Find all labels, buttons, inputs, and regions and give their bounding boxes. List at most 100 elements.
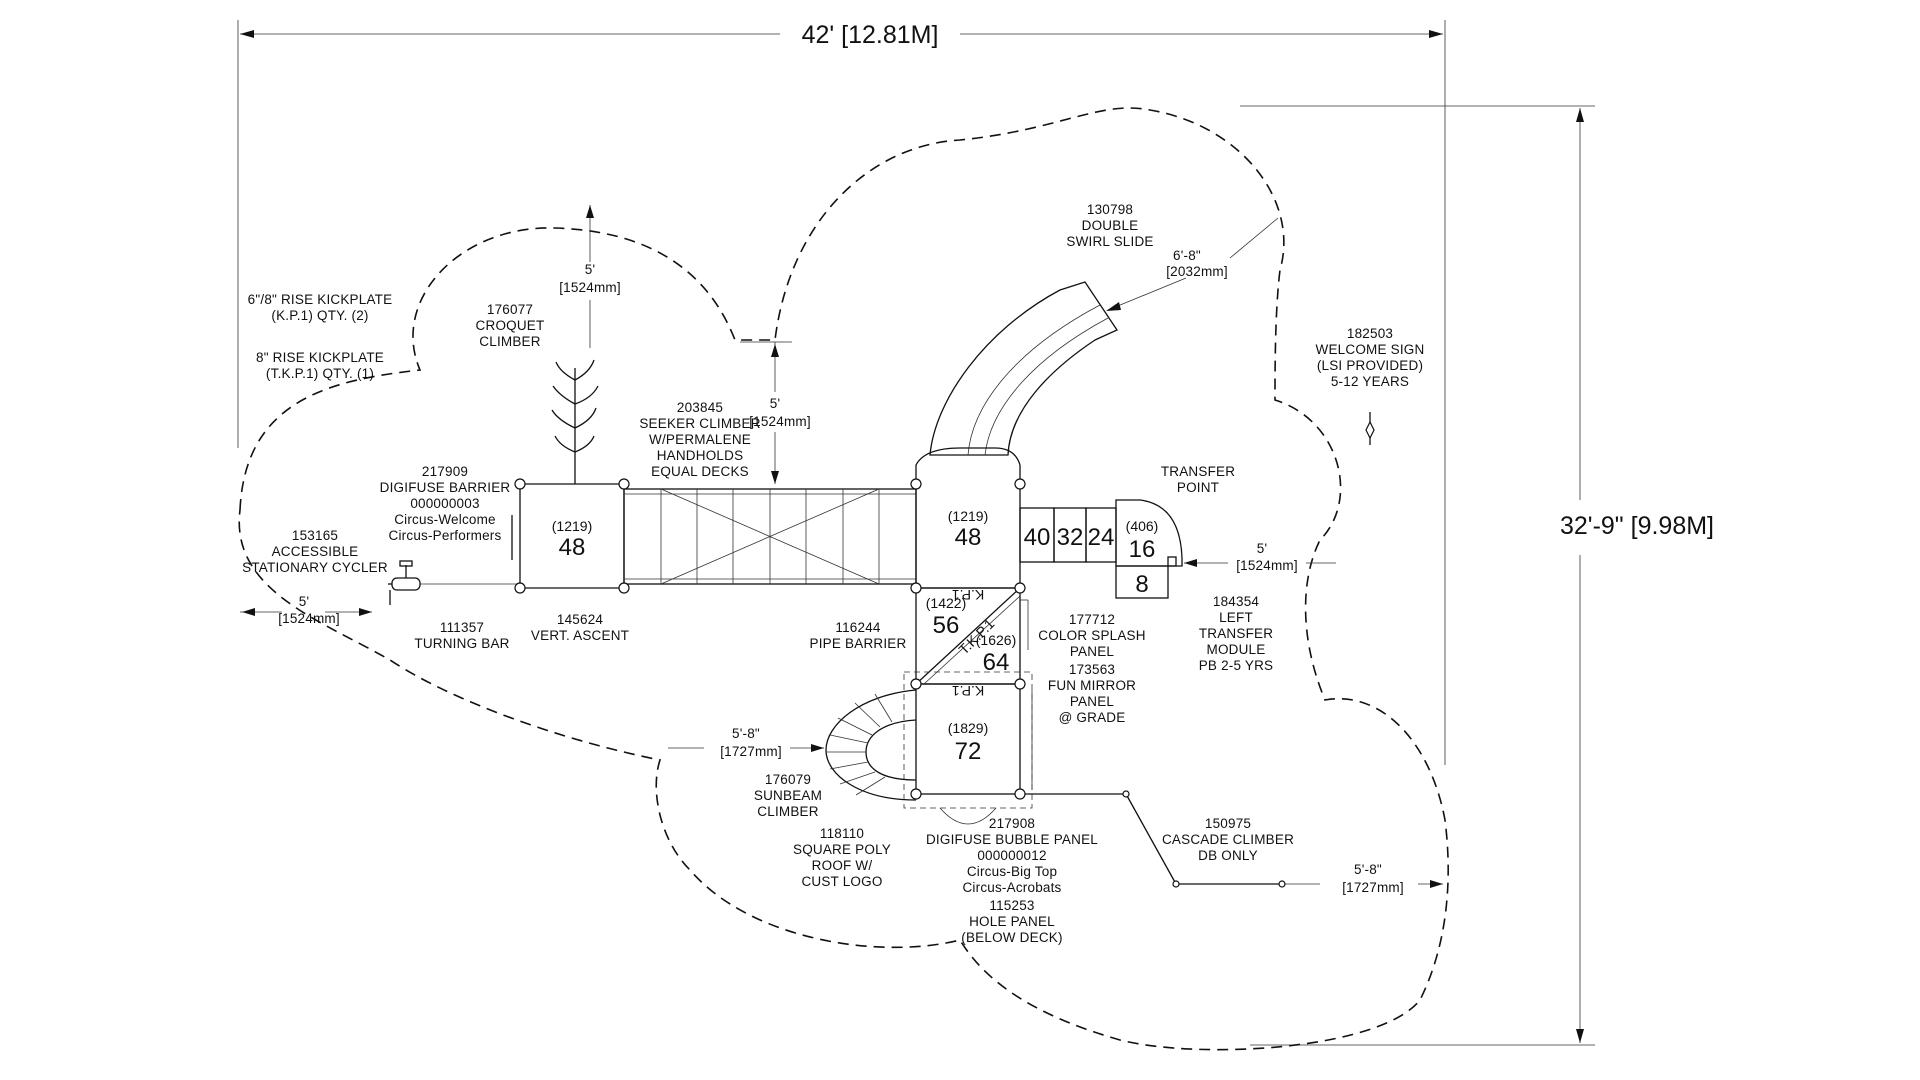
- overall-depth-dimension: 32'-9" [9.98M]: [1240, 105, 1714, 1046]
- svg-text:000000012: 000000012: [977, 848, 1046, 863]
- double-swirl-slide: [929, 281, 1118, 456]
- kickplate-notes: 6"/8" RISE KICKPLATE (K.P.1) QTY. (2) 8"…: [248, 292, 393, 381]
- svg-text:LEFT: LEFT: [1219, 610, 1253, 625]
- svg-text:VERT. ASCENT: VERT. ASCENT: [531, 628, 629, 643]
- svg-text:WELCOME SIGN: WELCOME SIGN: [1316, 342, 1425, 357]
- croquet-climber: [551, 359, 599, 484]
- svg-text:56: 56: [933, 612, 960, 639]
- stationary-cycler: [388, 560, 518, 605]
- svg-text:SUNBEAM: SUNBEAM: [754, 788, 822, 803]
- svg-text:177712: 177712: [1069, 612, 1115, 627]
- label-transfer-point: TRANSFER POINT: [1161, 464, 1235, 495]
- svg-text:PANEL: PANEL: [1070, 694, 1115, 709]
- svg-text:CROQUET: CROQUET: [476, 318, 545, 333]
- svg-text:5': 5': [299, 594, 310, 609]
- svg-text:[2032mm]: [2032mm]: [1166, 264, 1228, 279]
- svg-text:150975: 150975: [1205, 816, 1251, 831]
- svg-text:(1422): (1422): [926, 595, 966, 611]
- svg-text:8" RISE KICKPLATE: 8" RISE KICKPLATE: [256, 350, 384, 365]
- svg-text:POINT: POINT: [1177, 480, 1219, 495]
- svg-text:000000003: 000000003: [410, 496, 479, 511]
- svg-text:173563: 173563: [1069, 662, 1115, 677]
- svg-text:(1829): (1829): [948, 720, 988, 736]
- deck-low-72: K.P.1 (1829) 72: [903, 671, 1033, 825]
- svg-text:24: 24: [1088, 524, 1115, 551]
- svg-text:32: 32: [1057, 524, 1084, 551]
- svg-text:176077: 176077: [487, 302, 533, 317]
- label-square-poly-roof: 118110 SQUARE POLY ROOF W/ CUST LOGO: [793, 826, 891, 889]
- svg-text:48: 48: [955, 524, 982, 551]
- svg-text:5': 5': [585, 262, 596, 277]
- cascade-climber: [1020, 790, 1286, 888]
- svg-text:176079: 176079: [765, 772, 811, 787]
- seeker-climber-bridge: [623, 488, 917, 585]
- svg-text:40: 40: [1024, 524, 1051, 551]
- svg-text:6"/8" RISE KICKPLATE: 6"/8" RISE KICKPLATE: [248, 292, 393, 307]
- svg-text:DIGIFUSE BARRIER: DIGIFUSE BARRIER: [380, 480, 511, 495]
- svg-text:217908: 217908: [989, 816, 1035, 831]
- svg-text:[1524mm]: [1524mm]: [749, 414, 811, 429]
- clearance-left: 5' [1524mm]: [240, 594, 372, 626]
- svg-text:COLOR SPLASH: COLOR SPLASH: [1038, 628, 1145, 643]
- transfer-module: (406) 16 8: [1115, 499, 1183, 599]
- deck-mid-56-64: (1422) 56 (1626) 64 K.P.1 T.K.P.1: [915, 587, 1029, 685]
- svg-text:5-12 YEARS: 5-12 YEARS: [1331, 374, 1409, 389]
- svg-text:5': 5': [770, 396, 781, 411]
- clearance-sunbeam: 5'-8" [1727mm]: [668, 726, 824, 759]
- svg-text:DB ONLY: DB ONLY: [1198, 848, 1258, 863]
- label-stationary-cycler: 153165 ACCESSIBLE STATIONARY CYCLER: [242, 528, 388, 575]
- label-seeker-climber: 203845 SEEKER CLIMBER W/PERMALENE HANDHO…: [639, 400, 760, 479]
- svg-text:5'-8": 5'-8": [1354, 862, 1382, 877]
- svg-text:DIGIFUSE BUBBLE PANEL: DIGIFUSE BUBBLE PANEL: [926, 832, 1098, 847]
- svg-text:116244: 116244: [835, 620, 881, 635]
- overall-depth-label: 32'-9" [9.98M]: [1560, 512, 1714, 540]
- svg-text:CLIMBER: CLIMBER: [479, 334, 540, 349]
- svg-text:130798: 130798: [1087, 202, 1133, 217]
- deck-posts: [514, 478, 1026, 800]
- svg-text:SEEKER CLIMBER: SEEKER CLIMBER: [639, 416, 760, 431]
- svg-text:CASCADE CLIMBER: CASCADE CLIMBER: [1162, 832, 1294, 847]
- svg-text:[1727mm]: [1727mm]: [1342, 880, 1404, 895]
- label-double-swirl-slide: 130798 DOUBLE SWIRL SLIDE: [1066, 202, 1153, 249]
- label-pipe-barrier: 116244 PIPE BARRIER: [810, 620, 907, 651]
- use-zone-boundary: [238, 107, 1449, 1051]
- label-digifuse-barrier: 217909 DIGIFUSE BARRIER 000000003 Circus…: [380, 464, 511, 543]
- svg-text:PIPE BARRIER: PIPE BARRIER: [810, 636, 907, 651]
- svg-text:72: 72: [955, 738, 982, 765]
- svg-text:TRANSFER: TRANSFER: [1161, 464, 1235, 479]
- svg-text:153165: 153165: [292, 528, 338, 543]
- svg-text:FUN MIRROR: FUN MIRROR: [1048, 678, 1136, 693]
- svg-text:145624: 145624: [557, 612, 604, 627]
- svg-text:182503: 182503: [1347, 326, 1393, 341]
- svg-text:Circus-Acrobats: Circus-Acrobats: [962, 880, 1061, 895]
- transfer-steps: 40 32 24: [1019, 507, 1117, 563]
- svg-text:111357: 111357: [440, 620, 484, 635]
- svg-text:217909: 217909: [422, 464, 468, 479]
- svg-text:Circus-Performers: Circus-Performers: [389, 528, 502, 543]
- label-welcome-sign: 182503 WELCOME SIGN (LSI PROVIDED) 5-12 …: [1316, 326, 1425, 445]
- label-digifuse-bubble-panel: 217908 DIGIFUSE BUBBLE PANEL 000000012 C…: [926, 816, 1098, 945]
- svg-text:(406): (406): [1126, 518, 1159, 534]
- svg-text:184354: 184354: [1213, 594, 1260, 609]
- svg-text:(1219): (1219): [552, 518, 592, 534]
- svg-text:(K.P.1) QTY. (2): (K.P.1) QTY. (2): [271, 308, 368, 323]
- overall-width-label: 42' [12.81M]: [802, 21, 939, 49]
- svg-text:@ GRADE: @ GRADE: [1059, 710, 1126, 725]
- deck-right-48: (1219) 48: [915, 447, 1021, 589]
- deck-left-48: (1219) 48: [511, 483, 625, 589]
- svg-text:203845: 203845: [677, 400, 723, 415]
- sunbeam-climber: [825, 689, 917, 801]
- label-left-transfer-module: 184354 LEFT TRANSFER MODULE PB 2-5 YRS: [1199, 594, 1273, 673]
- svg-text:ACCESSIBLE: ACCESSIBLE: [272, 544, 359, 559]
- svg-text:STATIONARY CYCLER: STATIONARY CYCLER: [242, 560, 388, 575]
- overall-width-dimension: 42' [12.81M]: [237, 20, 1446, 765]
- svg-text:6'-8": 6'-8": [1173, 248, 1201, 263]
- svg-text:ROOF W/: ROOF W/: [812, 858, 873, 873]
- svg-text:64: 64: [983, 649, 1010, 676]
- svg-text:SQUARE POLY: SQUARE POLY: [793, 842, 891, 857]
- label-cascade-climber: 150975 CASCADE CLIMBER DB ONLY: [1162, 816, 1294, 863]
- svg-text:CLIMBER: CLIMBER: [757, 804, 818, 819]
- svg-text:8: 8: [1135, 571, 1148, 598]
- svg-text:118110: 118110: [820, 826, 864, 841]
